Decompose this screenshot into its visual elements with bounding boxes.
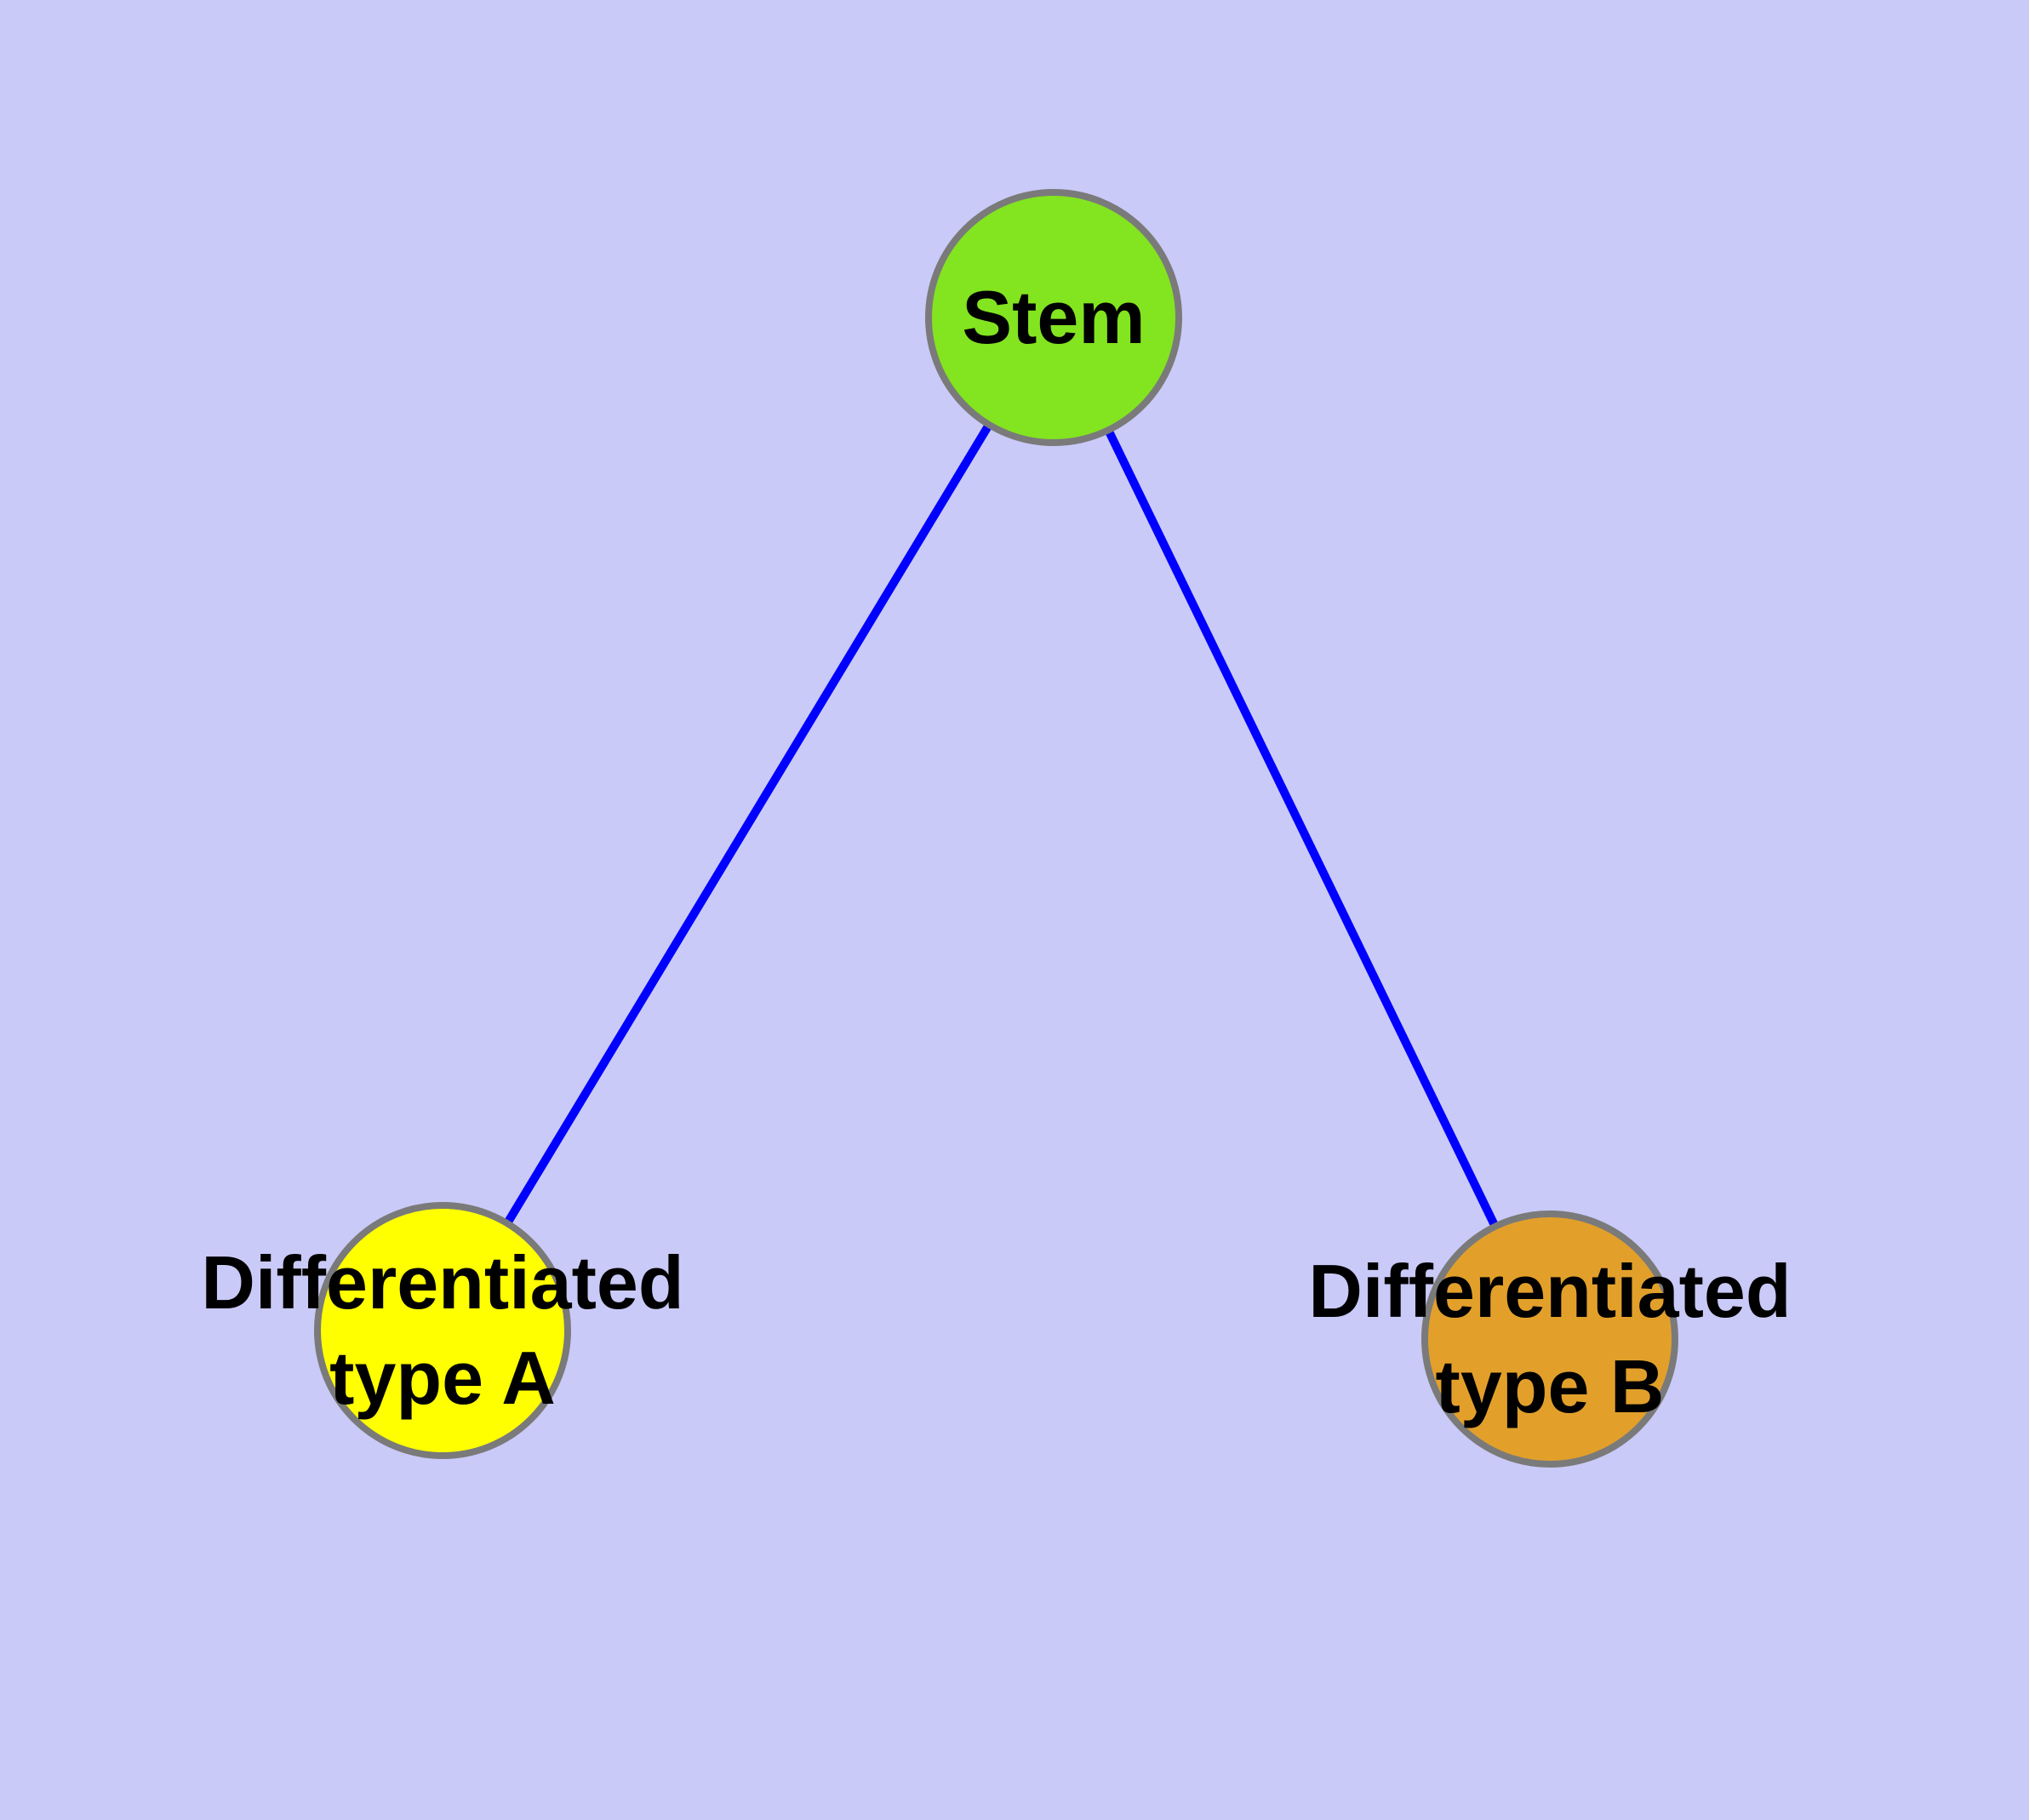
- edge-stem-to-type-b: [1049, 315, 1554, 1342]
- edge-stem-to-type-a: [438, 315, 1058, 1333]
- node-differentiated-type-a-circle: [314, 1202, 571, 1459]
- node-stem-circle: [925, 189, 1182, 446]
- node-differentiated-type-b-circle: [1421, 1210, 1678, 1468]
